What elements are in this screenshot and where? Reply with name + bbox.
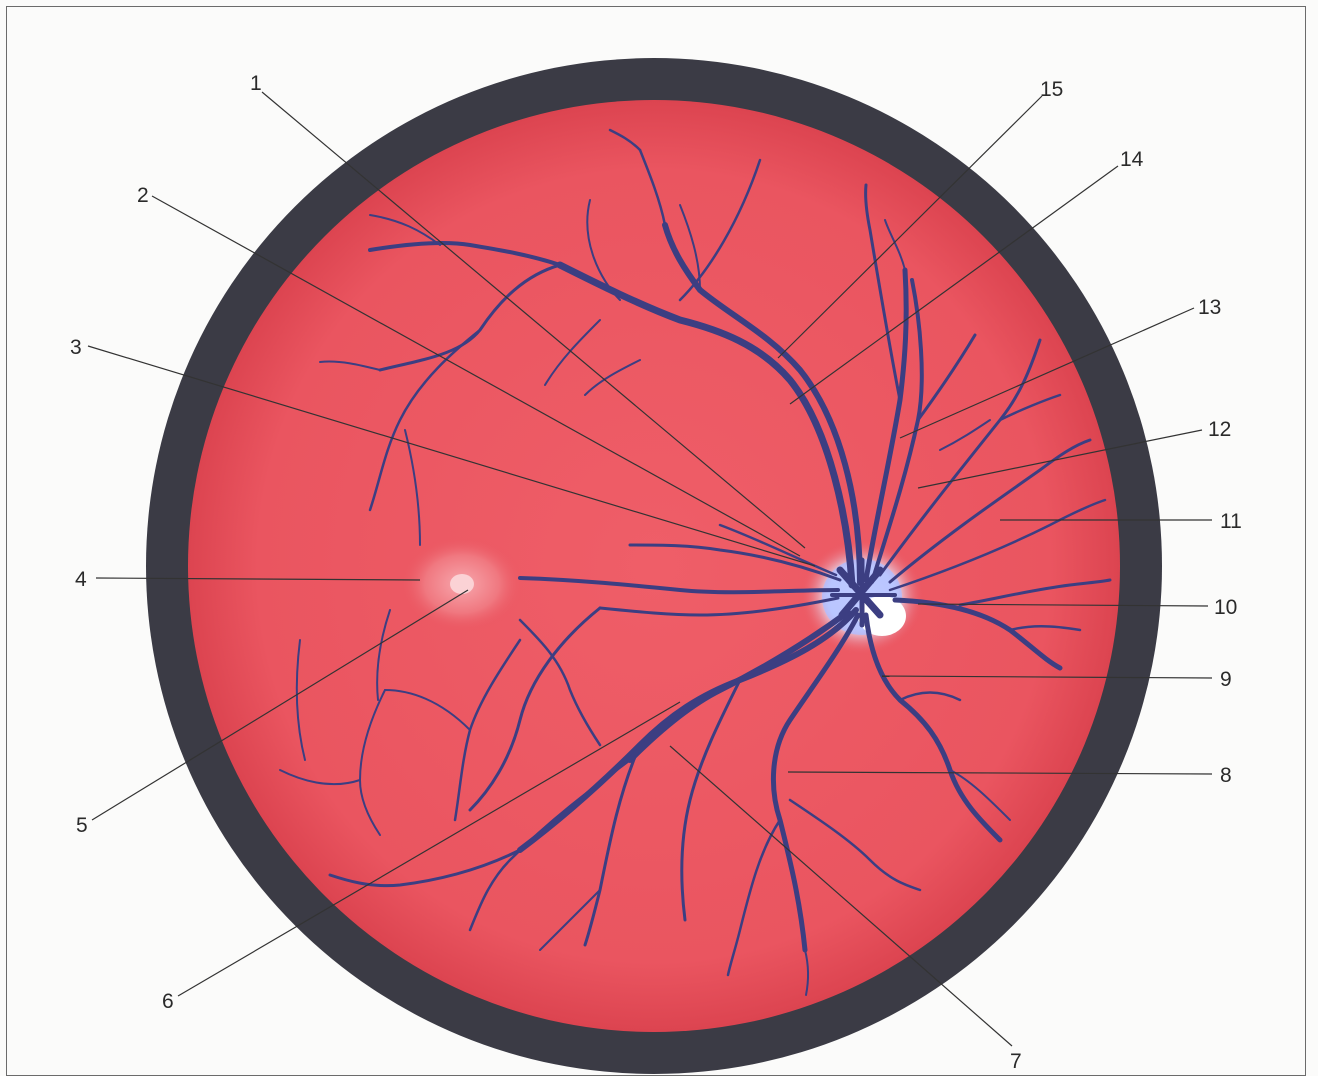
label-9: 9 bbox=[1220, 668, 1232, 691]
label-10: 10 bbox=[1214, 596, 1237, 619]
label-14: 14 bbox=[1120, 148, 1144, 171]
fovea bbox=[450, 574, 474, 594]
label-1: 1 bbox=[250, 72, 262, 95]
label-12: 12 bbox=[1208, 418, 1231, 441]
label-13: 13 bbox=[1198, 296, 1221, 319]
label-6: 6 bbox=[162, 990, 174, 1013]
label-15: 15 bbox=[1040, 78, 1063, 101]
label-8: 8 bbox=[1220, 764, 1232, 787]
label-4: 4 bbox=[75, 568, 87, 591]
label-7: 7 bbox=[1010, 1050, 1022, 1073]
fundus bbox=[188, 100, 1120, 1032]
label-3: 3 bbox=[70, 336, 82, 359]
label-2: 2 bbox=[137, 184, 149, 207]
label-5: 5 bbox=[76, 814, 88, 837]
label-11: 11 bbox=[1220, 510, 1242, 533]
